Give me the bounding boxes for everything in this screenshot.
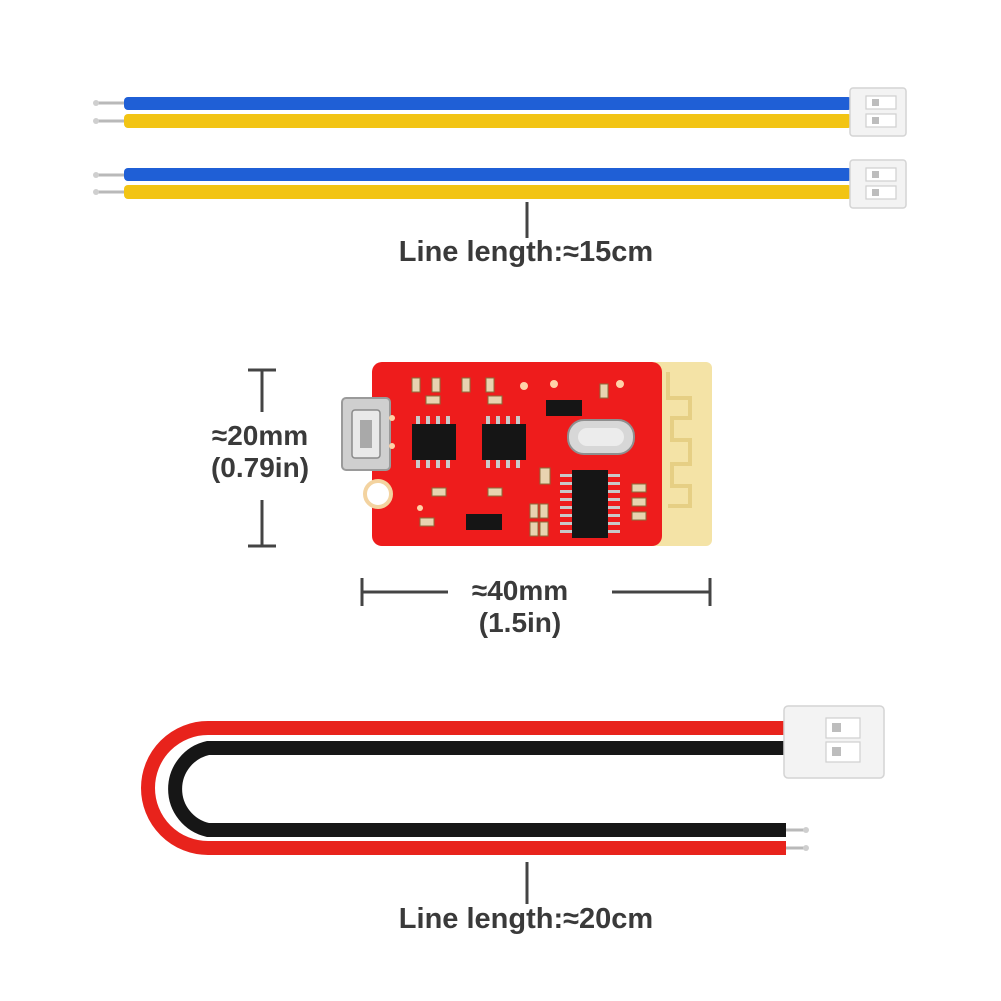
- blue-yellow-cable-2: [93, 159, 907, 209]
- crystal-oscillator: [567, 419, 635, 455]
- height-mm-text: ≈20mm: [211, 420, 309, 451]
- width-in-text: (1.5in): [478, 607, 562, 639]
- jst-connector: [783, 705, 885, 779]
- tinned-wire-ends: [93, 172, 126, 195]
- diode-1: [546, 400, 582, 416]
- blue-wire: [124, 97, 852, 110]
- width-dimension: [360, 578, 712, 606]
- height-in-text: (0.79in): [210, 452, 310, 484]
- bluetooth-amplifier-board: [341, 362, 712, 546]
- mounting-hole: [363, 479, 393, 509]
- jst-connector: [849, 87, 907, 137]
- height-dimension: [248, 368, 276, 548]
- jst-connector: [849, 159, 907, 209]
- red-wire: [141, 721, 792, 855]
- black-wire: [168, 741, 792, 837]
- yellow-wire: [124, 185, 852, 199]
- amplifier-chip-1: [412, 416, 456, 468]
- antenna-trace: [666, 372, 692, 508]
- line-length-20cm-label: Line length:≈20cm: [398, 903, 654, 935]
- red-black-cable: [141, 705, 885, 855]
- amplifier-chip-2: [482, 416, 526, 468]
- height-dimension-label: ≈20mm (0.79in): [180, 420, 340, 484]
- micro-usb-port: [341, 397, 391, 471]
- via-holes: [389, 380, 624, 511]
- blue-wire: [124, 168, 852, 181]
- passive-components: [411, 377, 647, 537]
- diode-2: [466, 514, 502, 530]
- bluetooth-ic: [560, 470, 620, 538]
- tinned-wire-ends: [786, 827, 809, 851]
- line-length-15cm-label: Line length:≈15cm: [398, 236, 654, 268]
- tinned-wire-ends: [93, 100, 126, 124]
- yellow-wire: [124, 114, 852, 128]
- width-mm-text: ≈40mm: [471, 575, 569, 606]
- antenna-strip: [650, 362, 712, 546]
- width-dimension-label: ≈40mm (1.5in): [420, 575, 620, 639]
- blue-yellow-cable-1: [93, 87, 907, 137]
